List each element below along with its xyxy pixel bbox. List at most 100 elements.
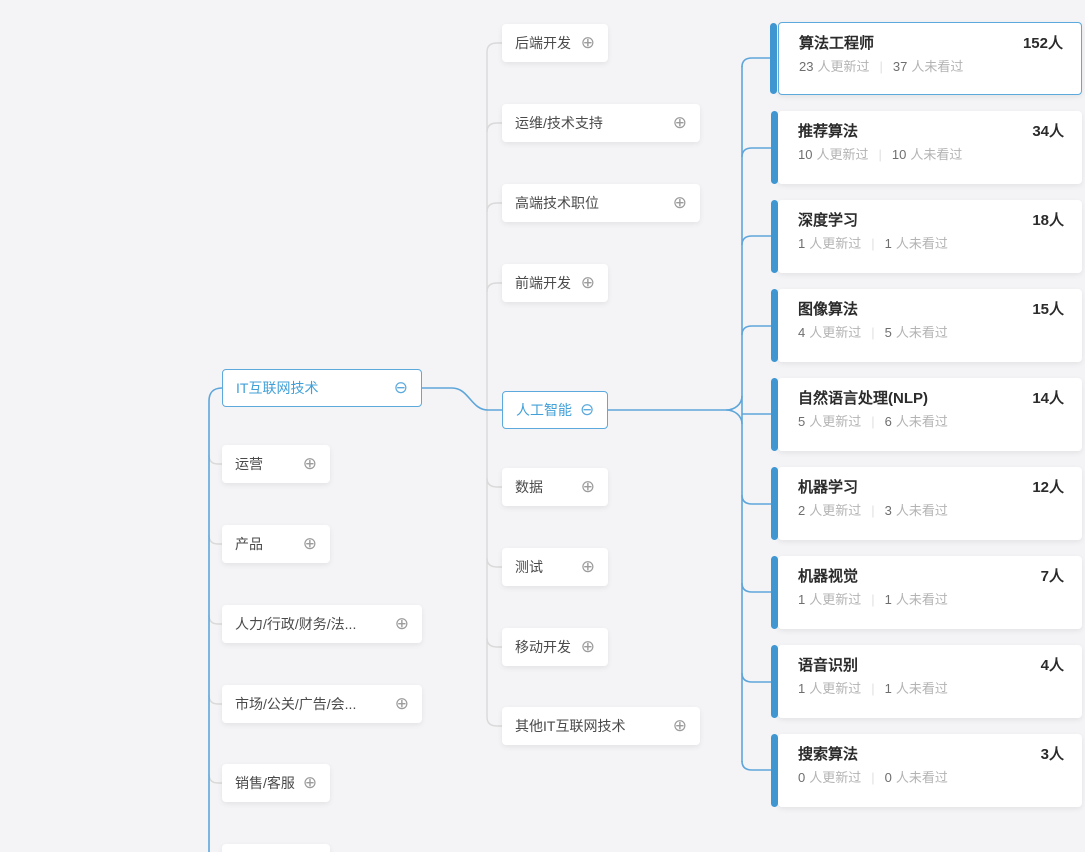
expand-icon[interactable]: ⊕ [580, 32, 595, 53]
tree-node-testing[interactable]: 测试 ⊕ [502, 548, 608, 586]
job-count: 4人 [1040, 657, 1064, 674]
job-count: 18人 [1032, 212, 1064, 229]
tree-node-operations[interactable]: 运营 ⊕ [222, 445, 330, 483]
job-title: 搜索算法 [798, 746, 859, 763]
unviewed-label: 人未看过 [895, 681, 948, 696]
updated-label: 人更新过 [809, 236, 862, 251]
expand-icon[interactable]: ⊕ [302, 772, 318, 793]
tree-node-ops-tech-support[interactable]: 运维/技术支持 ⊕ [502, 104, 700, 142]
updated-label: 人更新过 [809, 414, 862, 429]
tree-node-sales-service[interactable]: 销售/客服 ⊕ [222, 764, 330, 802]
tree-node-other-it-tech[interactable]: 其他IT互联网技术 ⊕ [502, 707, 700, 745]
node-label: 产品 [235, 536, 263, 552]
updated-count: 1 [798, 236, 806, 251]
subtitle-divider: | [879, 59, 883, 74]
tree-node-data[interactable]: 数据 ⊕ [502, 468, 608, 506]
job-title: 语音识别 [798, 657, 859, 674]
job-title: 深度学习 [798, 212, 859, 229]
tree-node-it-internet-tech[interactable]: IT互联网技术 ⊖ [222, 369, 422, 407]
subtitle-divider: | [871, 414, 875, 429]
unviewed-label: 人未看过 [911, 59, 964, 74]
unviewed-count: 10 [891, 147, 907, 162]
unviewed-label: 人未看过 [895, 770, 948, 785]
unviewed-count: 1 [884, 236, 892, 251]
job-count: 14人 [1032, 390, 1064, 407]
tree-node-frontend-dev[interactable]: 前端开发 ⊕ [502, 264, 608, 302]
tree-node-mobile-dev[interactable]: 移动开发 ⊕ [502, 628, 608, 666]
expand-icon[interactable]: ⊕ [394, 693, 409, 714]
unviewed-count: 1 [884, 592, 892, 607]
node-label: 销售/客服 [235, 775, 295, 791]
node-label: IT互联网技术 [236, 380, 319, 396]
expand-icon[interactable]: ⊕ [672, 192, 687, 213]
tree-node-backend-dev[interactable]: 后端开发 ⊕ [502, 24, 608, 62]
card-accent-bar [771, 111, 778, 184]
tree-node-partial[interactable] [222, 844, 330, 852]
tree-node-hr-admin-finance-legal[interactable]: 人力/行政/财务/法... ⊕ [222, 605, 422, 643]
expand-icon[interactable]: ⊕ [580, 476, 595, 497]
updated-count: 5 [798, 414, 806, 429]
node-label: 移动开发 [515, 639, 571, 655]
unviewed-label: 人未看过 [895, 414, 948, 429]
updated-label: 人更新过 [809, 325, 862, 340]
card-accent-bar [771, 645, 778, 718]
job-title: 自然语言处理(NLP) [798, 390, 928, 407]
node-label: 后端开发 [515, 35, 571, 51]
tree-node-senior-tech-roles[interactable]: 高端技术职位 ⊕ [502, 184, 700, 222]
expand-icon[interactable]: ⊕ [580, 272, 595, 293]
expand-icon[interactable]: ⊕ [672, 112, 687, 133]
updated-count: 10 [798, 147, 813, 162]
job-count: 12人 [1032, 479, 1064, 496]
expand-icon[interactable]: ⊕ [302, 533, 317, 554]
expand-icon[interactable]: ⊕ [580, 636, 595, 657]
subtitle-divider: | [871, 325, 875, 340]
card-accent-bar [770, 23, 777, 94]
updated-label: 人更新过 [809, 592, 862, 607]
job-title: 算法工程师 [799, 35, 875, 52]
expand-icon[interactable]: ⊕ [302, 453, 317, 474]
tree-node-ai[interactable]: 人工智能 ⊖ [502, 391, 608, 429]
tree-node-marketing-pr-ads[interactable]: 市场/公关/广告/会... ⊕ [222, 685, 422, 723]
unviewed-label: 人未看过 [895, 325, 948, 340]
updated-count: 2 [798, 503, 806, 518]
expand-icon[interactable]: ⊕ [580, 556, 595, 577]
unviewed-count: 6 [884, 414, 892, 429]
subtitle-divider: | [871, 236, 875, 251]
collapse-icon[interactable]: ⊖ [580, 399, 595, 420]
node-label: 数据 [515, 479, 543, 495]
tree-node-product[interactable]: 产品 ⊕ [222, 525, 330, 563]
expand-icon[interactable]: ⊕ [672, 715, 687, 736]
node-label: 运维/技术支持 [515, 115, 603, 131]
subtitle-divider: | [871, 592, 875, 607]
job-count: 15人 [1032, 301, 1064, 318]
job-count: 152人 [1022, 35, 1063, 52]
updated-label: 人更新过 [809, 770, 862, 785]
card-accent-bar [771, 467, 778, 540]
collapse-icon[interactable]: ⊖ [393, 377, 408, 398]
card-accent-bar [771, 200, 778, 273]
unviewed-count: 3 [884, 503, 892, 518]
expand-icon[interactable]: ⊕ [394, 613, 409, 634]
updated-label: 人更新过 [817, 59, 870, 74]
subtitle-divider: | [871, 503, 875, 518]
unviewed-label: 人未看过 [895, 592, 948, 607]
updated-label: 人更新过 [809, 503, 862, 518]
job-title: 图像算法 [798, 301, 859, 318]
card-accent-bar [771, 734, 778, 807]
card-accent-bar [771, 378, 778, 451]
job-title: 机器视觉 [798, 568, 859, 585]
node-label: 高端技术职位 [515, 195, 599, 211]
updated-count: 4 [798, 325, 806, 340]
node-label: 运营 [235, 456, 263, 472]
